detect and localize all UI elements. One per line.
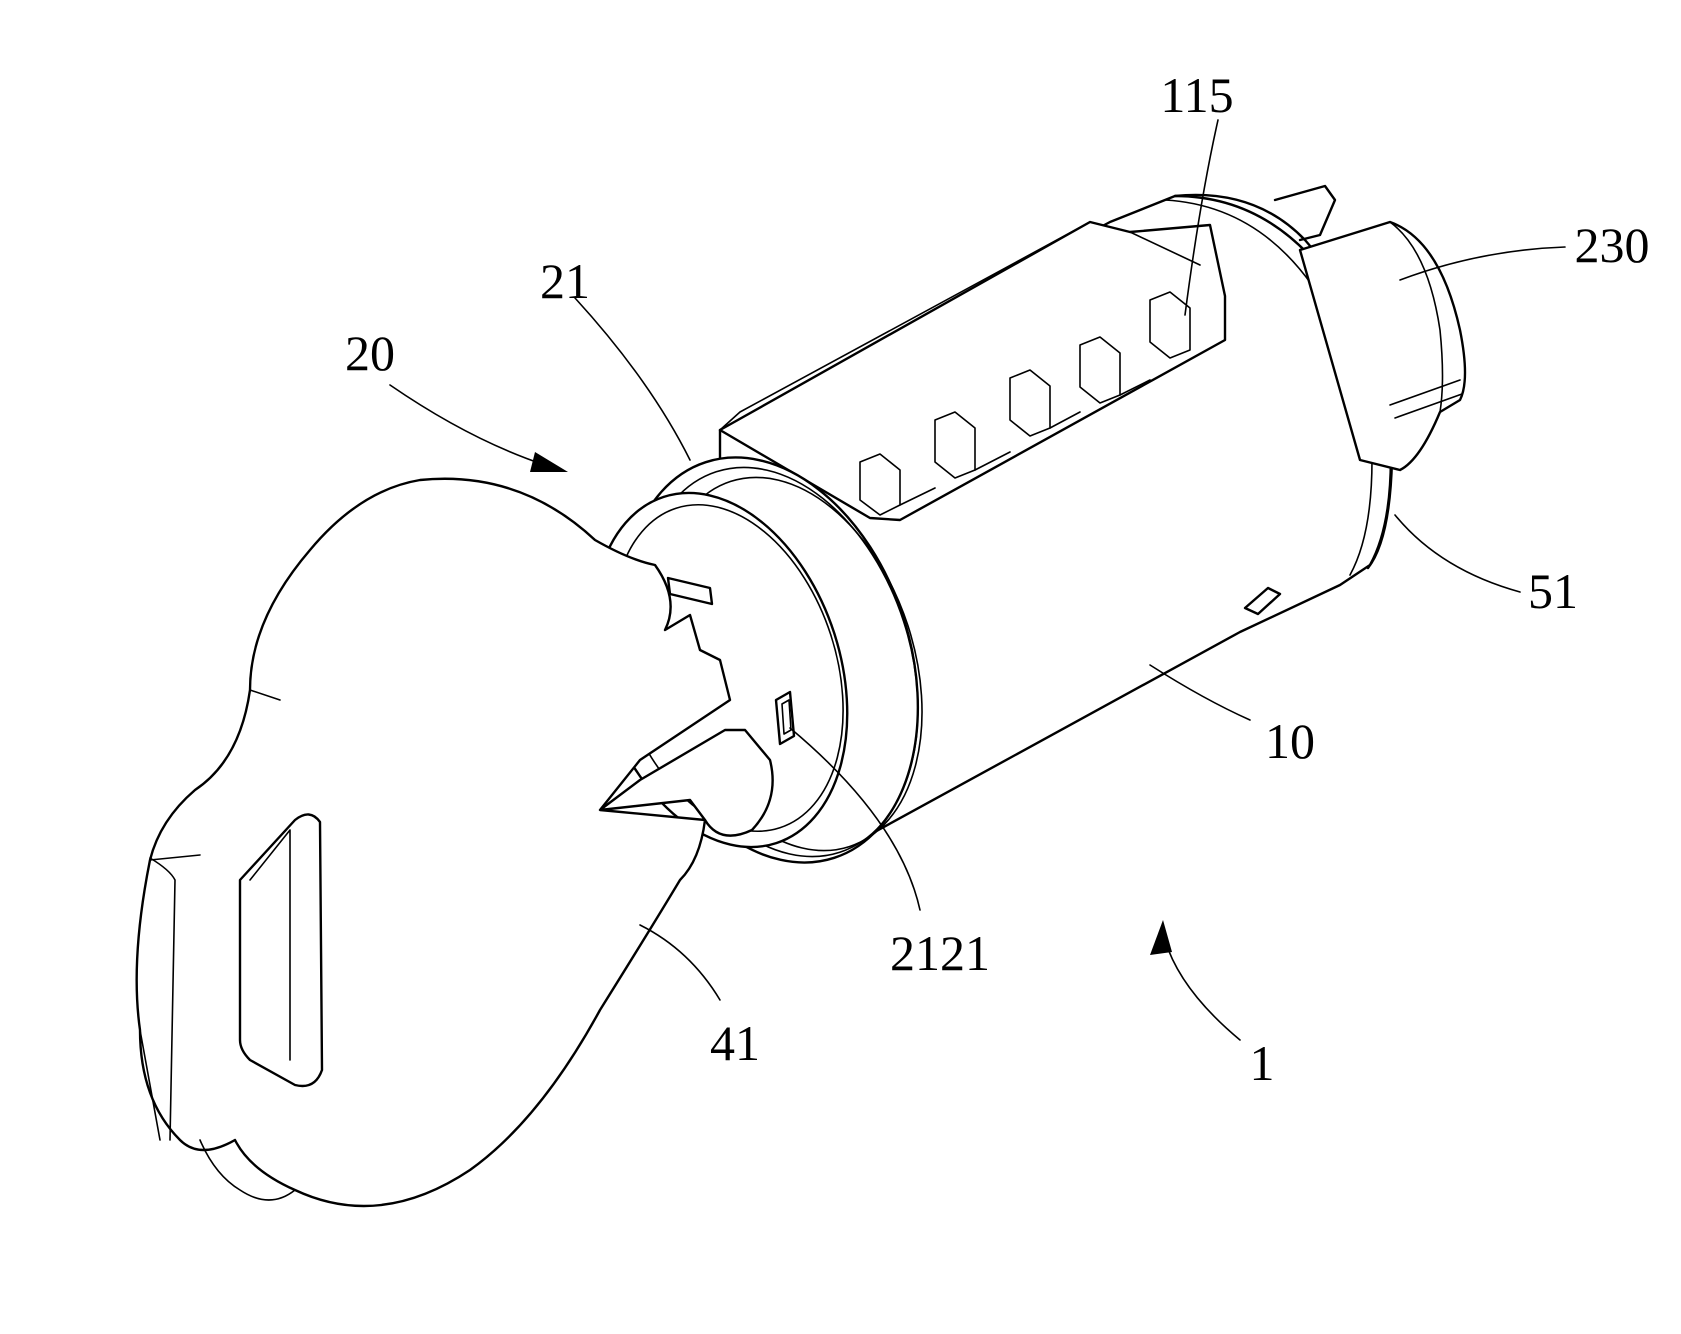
label-21: 21 — [540, 253, 590, 309]
label-115: 115 — [1160, 67, 1233, 123]
label-230: 230 — [1575, 217, 1650, 273]
label-41: 41 — [710, 1015, 760, 1071]
label-20: 20 — [345, 325, 395, 381]
label-10: 10 — [1265, 713, 1315, 769]
label-2121: 2121 — [890, 925, 990, 981]
label-51: 51 — [1528, 563, 1578, 619]
label-1: 1 — [1250, 1035, 1275, 1091]
